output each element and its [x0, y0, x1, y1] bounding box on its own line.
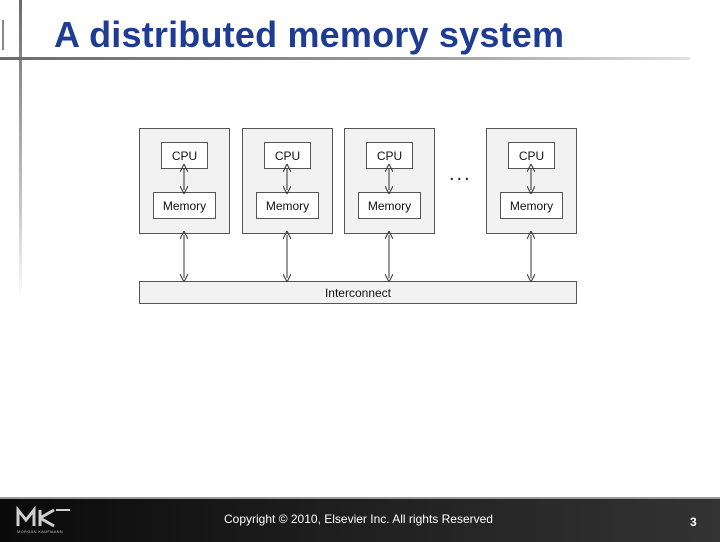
ellipsis: ... — [449, 163, 472, 185]
interconnect-bar: Interconnect — [139, 281, 577, 304]
memory-box: Memory — [500, 192, 563, 219]
title-underline — [0, 57, 690, 60]
page-number: 3 — [690, 515, 697, 529]
memory-box: Memory — [358, 192, 421, 219]
decorative-vertical-line — [19, 0, 22, 300]
mk-logo — [16, 506, 70, 528]
memory-box: Memory — [256, 192, 319, 219]
node-box-3: CPU Memory — [344, 128, 435, 234]
logo-text: MORGAN KAUFMANN — [17, 529, 64, 534]
footer-bar — [0, 497, 720, 542]
decorative-vertical-tick — [2, 20, 4, 50]
slide-title: A distributed memory system — [54, 14, 565, 55]
copyright-text: Copyright © 2010, Elsevier Inc. All righ… — [224, 512, 493, 526]
